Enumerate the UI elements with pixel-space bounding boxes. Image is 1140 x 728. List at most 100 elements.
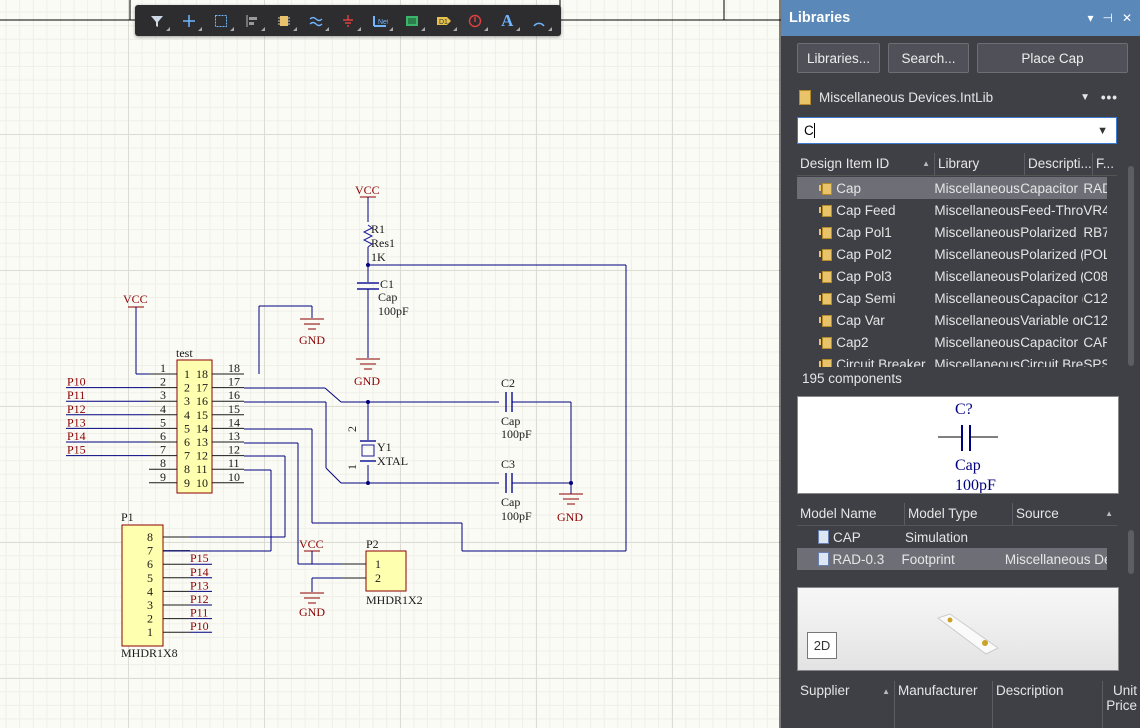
column-library[interactable]: Library — [935, 153, 1025, 175]
component-id: Cap Pol2 — [836, 246, 892, 262]
library-select[interactable]: Miscellaneous Devices.IntLib ▼ ••• — [797, 84, 1120, 110]
chevron-down-icon[interactable]: ▼ — [1080, 91, 1090, 103]
libraries-button[interactable]: Libraries... — [797, 43, 880, 73]
model-name: CAP — [833, 529, 861, 545]
resistor-r1[interactable]: R1 Res1 1K — [362, 222, 395, 264]
crystal-y1[interactable]: Y1 XTAL 2 1 — [345, 426, 408, 470]
test-pin-number: 10 — [228, 470, 240, 484]
filter-icon[interactable] — [146, 10, 170, 32]
place-cap-button[interactable]: Place Cap — [977, 43, 1128, 73]
sheet-symbol-icon[interactable] — [401, 10, 425, 32]
port-icon[interactable]: D1 — [433, 10, 457, 32]
column-model-name[interactable]: Model Name — [797, 503, 905, 525]
simulation-model-icon — [817, 530, 829, 544]
gnd-port-c3[interactable]: GND — [557, 493, 583, 524]
components-scrollbar[interactable] — [1128, 166, 1134, 366]
component-row[interactable]: CapMiscellaneousCapacitorRAD — [797, 177, 1107, 199]
vcc-port-p2[interactable]: VCC — [299, 537, 324, 564]
column-unit-price[interactable]: Unit Price — [1103, 681, 1137, 728]
bus-icon[interactable]: Net — [369, 10, 393, 32]
arc-icon[interactable] — [528, 10, 553, 32]
test-pin-number: 3 — [160, 388, 166, 402]
align-icon[interactable] — [241, 10, 266, 32]
power-port-icon[interactable] — [337, 10, 361, 32]
model-row[interactable]: RAD-0.3 Footprint Miscellaneous De — [797, 548, 1107, 570]
component-id: Cap Semi — [836, 290, 896, 306]
column-model-type[interactable]: Model Type — [905, 503, 1013, 525]
dropdown-icon[interactable]: ▾ — [1087, 11, 1094, 25]
p1-pin-number: 4 — [147, 584, 153, 598]
components-grid-header: Design Item ID▲ Library Descripti... F..… — [797, 153, 1117, 176]
component-library: Miscellaneous — [934, 290, 1020, 306]
sort-icon: ▲ — [882, 687, 890, 696]
chevron-down-icon[interactable]: ▼ — [1097, 124, 1108, 137]
column-description[interactable]: Descripti... — [1025, 153, 1093, 175]
column-manufacturer[interactable]: Manufacturer — [895, 681, 993, 728]
schematic-drawing[interactable]: VCC R1 Res1 1K C1 Cap 100pF GND VCC — [0, 0, 781, 728]
pin-icon[interactable]: ⊣ — [1102, 11, 1113, 25]
select-rect-icon[interactable] — [210, 10, 234, 32]
test-pin-name: 3 — [184, 394, 190, 408]
gnd-port-p2[interactable]: GND — [299, 592, 325, 619]
column-supplier[interactable]: Supplier▲ — [797, 681, 895, 728]
component-library: Miscellaneous — [934, 202, 1020, 218]
test-pin-number: 2 — [160, 375, 166, 389]
header-p2[interactable]: P2 1 2 MHDR1X2 — [341, 537, 423, 607]
models-scrollbar[interactable] — [1128, 530, 1134, 574]
vcc-port-test[interactable]: VCC — [123, 292, 149, 375]
c2-designator: C2 — [501, 376, 515, 390]
search-input-value: C — [804, 123, 814, 138]
sort-icon: ▲ — [922, 159, 930, 168]
capacitor-c1[interactable]: C1 Cap 100pF — [357, 277, 409, 318]
search-button[interactable]: Search... — [888, 43, 969, 73]
test-pin-number: 15 — [228, 402, 240, 416]
vcc-label: VCC — [299, 537, 324, 551]
library-name: Miscellaneous Devices.IntLib — [819, 89, 994, 105]
crosshair-icon[interactable] — [178, 10, 202, 32]
search-input[interactable]: C ▼ — [797, 117, 1117, 144]
capacitor-c2[interactable]: C2 Cap 100pF — [501, 376, 532, 441]
schematic-canvas[interactable]: VCC R1 Res1 1K C1 Cap 100pF GND VCC — [0, 0, 781, 728]
component-id: Cap Feed — [836, 202, 896, 218]
component-footprint: RAD — [1083, 180, 1107, 196]
vcc-port-r1[interactable]: VCC — [355, 183, 380, 222]
component-footprint: CAP — [1083, 334, 1107, 350]
gnd-port-test[interactable]: GND — [299, 318, 325, 347]
view-2d-button[interactable]: 2D — [807, 632, 837, 659]
models-grid-header: Model Name Model Type Source▲ — [797, 503, 1117, 526]
model-source: Miscellaneous De — [1004, 551, 1107, 567]
directive-icon[interactable] — [464, 10, 489, 32]
close-icon[interactable]: ✕ — [1121, 11, 1132, 25]
component-library: Miscellaneous — [934, 246, 1020, 262]
component-library: Miscellaneous — [934, 356, 1020, 368]
column-footprint[interactable]: F... — [1093, 153, 1117, 175]
gnd-port-c1[interactable]: GND — [354, 358, 380, 388]
column-label: Model Name — [800, 506, 877, 521]
place-part-icon[interactable] — [273, 10, 298, 32]
components-list[interactable]: CapMiscellaneousCapacitorRADCap FeedMisc… — [797, 177, 1107, 367]
column-source[interactable]: Source▲ — [1013, 503, 1117, 525]
component-icon — [819, 225, 833, 239]
p1-pin-number: 5 — [147, 571, 153, 585]
more-options-icon[interactable]: ••• — [1100, 89, 1118, 105]
text-icon[interactable]: A — [496, 10, 521, 32]
footprint-3d-view[interactable]: 2D — [797, 587, 1119, 671]
column-description[interactable]: Description — [993, 681, 1103, 728]
model-row[interactable]: CAP Simulation — [797, 526, 1107, 548]
column-design-item-id[interactable]: Design Item ID▲ — [797, 153, 935, 175]
wire-icon[interactable] — [305, 10, 330, 32]
component-count: 195 components — [802, 371, 902, 386]
component-footprint: C08 — [1083, 268, 1107, 284]
p1-designator: P1 — [121, 510, 134, 524]
capacitor-c3[interactable]: C3 Cap 100pF — [501, 457, 532, 523]
